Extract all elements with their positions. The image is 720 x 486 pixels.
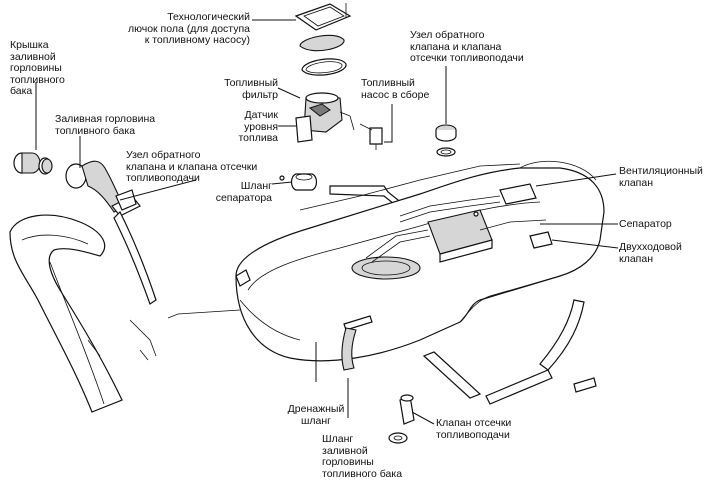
leader-lines (35, 19, 619, 425)
label-vent-valve: Вентиляционный клапан (619, 165, 703, 189)
filler-hose-part (9, 214, 123, 413)
label-separator: Сепаратор (619, 218, 672, 230)
filler-cap-part (13, 152, 53, 175)
label-fuel-pump: Топливный насос в сборе (361, 77, 430, 101)
label-two-way-valve: Двухходовой клапан (619, 241, 682, 265)
label-filler-hose: Шланг заливной горловины топливного бака (322, 433, 403, 480)
label-check-valve-left: Узел обратного клапана и клапана отсечки… (126, 149, 258, 184)
label-separator-hose: Шланг сепаратора (215, 180, 272, 204)
drain-hose-part (341, 315, 373, 371)
label-filler-cap: Крышка заливной горловины топливного бак… (10, 39, 65, 97)
floor-hatch-part (294, 3, 352, 76)
label-fuel-filter: Топливный фильтр (224, 77, 278, 101)
small-parts (87, 175, 479, 361)
label-floor-hatch: Технологический лючок пола (для доступа … (127, 11, 250, 46)
label-check-valve-top: Узел обратного клапана и клапана отсечки… (410, 29, 524, 64)
tank-strap-part (422, 299, 585, 405)
label-drain-hose: Дренажный шланг (287, 403, 345, 427)
check-valve-left-part (115, 189, 137, 211)
fuel-tank-part (235, 160, 605, 362)
label-filler-neck: Заливная горловина топливного бака (55, 113, 156, 137)
fuel-pump-assembly-part (295, 92, 383, 150)
cutoff-valve-part (388, 377, 597, 444)
check-valve-top-part (435, 124, 457, 157)
label-level-sensor: Датчик уровня топлива (238, 109, 278, 144)
label-cutoff-valve: Клапан отсечки топливоподачи (436, 417, 512, 441)
